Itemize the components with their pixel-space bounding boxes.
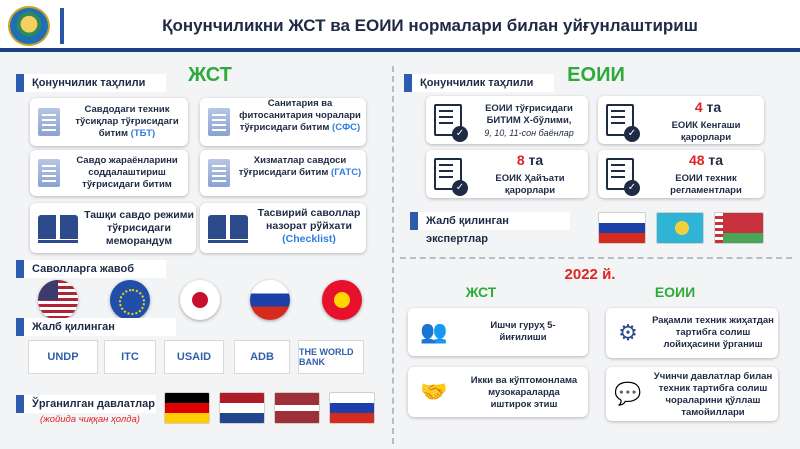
eec-council-card: 4 та ЕОИК Кенгаши қарорлари: [598, 96, 764, 144]
eaeu-label-2022: ЕОИИ: [654, 284, 696, 300]
japan-flag-icon: [180, 280, 220, 320]
digital-regulation-label: Рақамли техник жиҳатдан тартибга солиш л…: [652, 315, 774, 350]
checklist-icon: [434, 158, 468, 196]
digital-regulation-card: ⚙ Рақамли техник жиҳатдан тартибга солиш…: [606, 308, 778, 358]
year-value: 2022 й.: [564, 266, 616, 283]
world-bank-logo: THE WORLD BANK: [298, 340, 364, 374]
agreement-card-sfs: Санитария ва фитосанитария чоралари тўғр…: [200, 98, 366, 146]
kazakhstan-flag-icon: [656, 212, 704, 244]
agreement-card-tbt: Савдодаги техник тўсиқлар тўғрисидаги би…: [30, 98, 188, 146]
germany-flag-icon: [164, 392, 210, 424]
latvia-flag-icon: [274, 392, 320, 424]
section-countries: Ўрганилган давлатлар: [16, 395, 156, 413]
checklist-icon: [606, 104, 640, 142]
agreement-card-text: Хизматлар савдоси тўғрисидаги битим (ГАТ…: [236, 155, 364, 179]
meeting-icon: 👥: [420, 319, 448, 344]
checklist-abbr: (Checklist): [282, 233, 336, 245]
state-emblem-icon: [8, 6, 50, 46]
agreement-card-label: Савдо жараёнларини соддалаштириш тўғриси…: [76, 155, 178, 190]
undp-logo: UNDP: [28, 340, 98, 374]
document-icon: [208, 159, 230, 187]
russia-flag-icon: [250, 280, 290, 320]
wto-label-2022: ЖСТ: [465, 284, 497, 300]
section-answers: Саволларга жавоб: [16, 260, 166, 278]
section-experts-right: Жалб қилинган экспертлар: [410, 212, 570, 245]
memorandum-card: Ташқи савдо режими тўғрисидаги меморанду…: [30, 203, 196, 253]
eaeu-regulations-number: 48: [688, 152, 705, 168]
handshake-icon: 🤝: [420, 379, 448, 404]
agreement-card-label: Санитария ва фитосанитария чоралари тўғр…: [239, 98, 361, 133]
usa-flag-icon: [38, 280, 78, 320]
document-icon: [208, 108, 230, 136]
eec-board-number: 8: [516, 152, 525, 168]
eec-council-number: 4: [694, 99, 703, 115]
checklist-label: Тасвирий саволлар назорат рўйхати: [257, 207, 361, 232]
year-label: 2022 й.: [540, 266, 640, 283]
eaeu-treaty-card: ЕОИИ тўғрисидаги БИТИМ X-бўлими, 9, 10, …: [426, 96, 588, 144]
book-icon: [208, 213, 248, 243]
eaeu-regulations-label: ЕОИИ техник регламентлари: [670, 173, 742, 196]
agreement-abbr: (СФС): [332, 122, 361, 133]
agreement-card-label: Савдодаги техник тўсиқлар тўғрисидаги би…: [75, 104, 179, 139]
agreement-abbr: (ГАТС): [331, 167, 362, 178]
third-countries-label: Учинчи давлатлар билан техник тартибга с…: [653, 371, 773, 418]
negotiations-card: 🤝 Икки ва кўптомонлама музокараларда ишт…: [408, 367, 588, 417]
kyrgyzstan-flag-icon: [322, 280, 362, 320]
eec-board-label: ЕОИК Ҳайъати қарорлари: [495, 173, 565, 196]
agreement-card-gats: Хизматлар савдоси тўғрисидаги битим (ГАТ…: [200, 150, 366, 196]
column-divider: [392, 66, 394, 444]
eec-council-label: ЕОИК Кенгаши қарорлари: [671, 120, 741, 143]
discussion-icon: 💬: [614, 381, 642, 406]
itc-logo: ITC: [104, 340, 156, 374]
header-bar: Қонунчиликни ЖСТ ва ЕОИИ нормалари билан…: [0, 0, 800, 52]
eu-flag-icon: [110, 280, 150, 320]
agreement-card-label: Хизматлар савдоси тўғрисидаги битим: [238, 155, 347, 178]
count-unit: та: [528, 152, 544, 168]
book-icon: [38, 213, 78, 243]
eaeu-treaty-label: ЕОИИ тўғрисидаги БИТИМ X-бўлими,: [485, 103, 573, 126]
eec-council-count: 4 та: [658, 99, 758, 115]
wto-label: ЖСТ: [188, 64, 232, 86]
checklist-icon: [434, 104, 468, 142]
header-divider: [60, 8, 64, 44]
eaeu-regulations-card: 48 та ЕОИИ техник регламентлари: [598, 150, 764, 198]
adb-logo: ADB: [234, 340, 290, 374]
agreement-card-text: Санитария ва фитосанитария чоралари тўғр…: [236, 98, 364, 134]
section-legislation-analysis-right: Қонунчилик таҳлили: [404, 74, 554, 92]
section-experts-left: Жалб қилинган экспертлар: [16, 318, 176, 351]
document-icon: [38, 108, 60, 136]
count-unit: та: [706, 99, 722, 115]
russia-flag-icon: [329, 392, 375, 424]
count-unit: та: [708, 152, 724, 168]
eec-board-card: 8 та ЕОИК Ҳайъати қарорлари: [426, 150, 588, 198]
usaid-logo: USAID: [164, 340, 224, 374]
russia-flag-icon: [598, 212, 646, 244]
checklist-text: Тасвирий саволлар назорат рўйхати (Check…: [254, 207, 364, 246]
section-legislation-analysis-left: Қонунчилик таҳлили: [16, 74, 166, 92]
horizontal-divider: [400, 257, 792, 259]
negotiations-label: Икки ва кўптомонлама музокараларда иштир…: [470, 375, 578, 410]
working-group-card: 👥 Ишчи гуруҳ 5-йиғилиши: [408, 308, 588, 356]
page-title: Қонунчиликни ЖСТ ва ЕОИИ нормалари билан…: [162, 16, 698, 35]
eaeu-regulations-count: 48 та: [656, 152, 756, 168]
eaeu-treaty-sub: 9, 10, 11-сон баёнлар: [484, 128, 574, 138]
netherlands-flag-icon: [219, 392, 265, 424]
checklist-card: Тасвирий саволлар назорат рўйхати (Check…: [200, 203, 366, 253]
network-icon: ⚙: [618, 320, 638, 345]
agreement-abbr: (ТБТ): [130, 128, 156, 139]
eec-board-count: 8 та: [480, 152, 580, 168]
third-countries-card: 💬 Учинчи давлатлар билан техник тартибга…: [606, 367, 778, 421]
eaeu-label: ЕОИИ: [567, 64, 625, 86]
memorandum-label: Ташқи савдо режими тўғрисидаги меморанду…: [84, 209, 194, 247]
agreement-card-text: Савдодаги техник тўсиқлар тўғрисидаги би…: [68, 104, 186, 140]
agreement-card-trade-facilitation: Савдо жараёнларини соддалаштириш тўғриси…: [30, 150, 188, 196]
countries-note: (жойида чиққан ҳолда): [40, 414, 140, 425]
checklist-icon: [606, 158, 640, 196]
document-icon: [38, 159, 60, 187]
working-group-label: Ишчи гуруҳ 5-йиғилиши: [490, 320, 556, 343]
belarus-flag-icon: [714, 212, 764, 244]
